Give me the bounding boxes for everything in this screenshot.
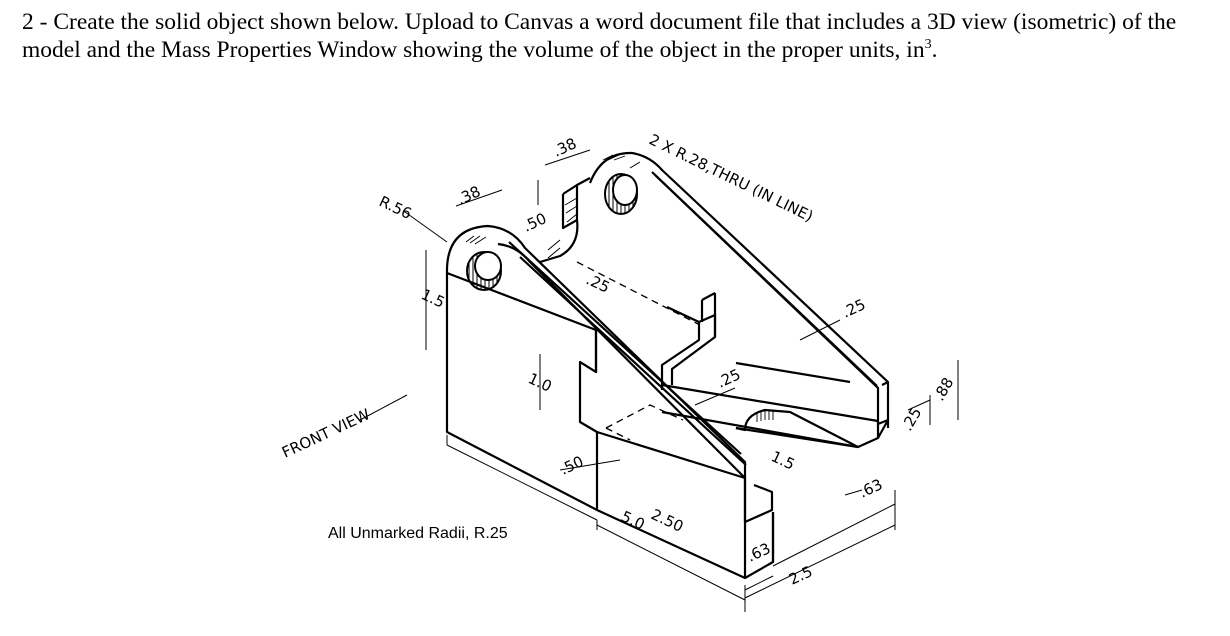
dim-5-0: 5.0 — [618, 507, 647, 533]
unmarked-radii-note: All Unmarked Radii, R.25 — [328, 525, 508, 542]
bolt-holes — [466, 173, 638, 291]
dim-r56: R.56 — [376, 192, 414, 223]
dim-25-right: .25 — [839, 295, 868, 321]
dim-25-mid: .25 — [714, 365, 743, 391]
dim-1-5-height: 1.5 — [418, 285, 447, 311]
unit-exponent: 3 — [924, 37, 932, 53]
dim-38-top: .38 — [550, 134, 579, 160]
question-text: 2 - Create the solid object shown below.… — [22, 8, 1212, 64]
dimension-lines — [359, 149, 959, 612]
fillet-hatching — [465, 154, 774, 422]
dim-25-slot: .25 — [583, 270, 612, 296]
dim-50-top: .50 — [520, 209, 549, 235]
dim-63-bottom: .63 — [744, 539, 773, 565]
question-body: 2 - Create the solid object shown below.… — [22, 9, 1177, 63]
front-view-label: FRONT VIEW — [279, 405, 373, 462]
dim-88: .88 — [930, 374, 958, 404]
part-outline — [445, 151, 890, 580]
dim-2-50: 2.50 — [648, 505, 686, 535]
question-end: . — [931, 37, 938, 63]
hidden-lines — [576, 261, 701, 441]
dim-63-right: .63 — [856, 475, 885, 501]
dim-1-5-diag: 1.5 — [768, 447, 797, 473]
dim-25-base: .25 — [898, 404, 926, 434]
